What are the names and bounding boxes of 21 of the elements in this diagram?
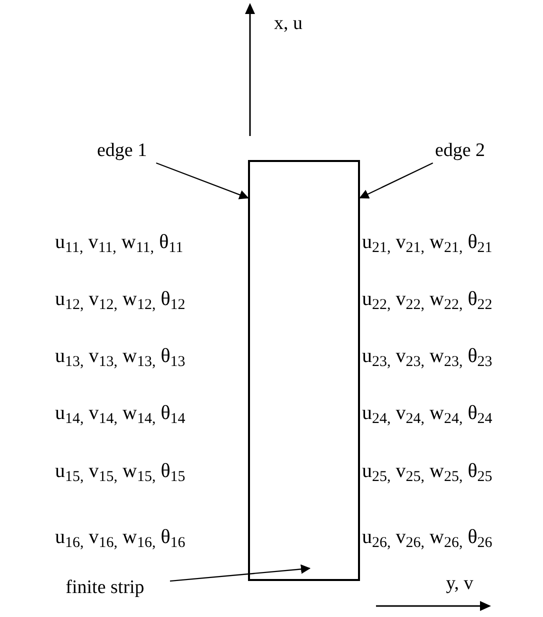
callout-text: edge 2 [420,137,500,163]
dof-label: u$_{23,}$ v$_{23,}$ w$_{23,}$ θ$_{23}$ [362,346,492,366]
dof-label: u$_{24,}$ v$_{24,}$ w$_{24,}$ θ$_{24}$ [362,403,492,423]
dof-label: u$_{12,}$ v$_{12,}$ w$_{12,}$ θ$_{12}$ [55,289,186,309]
axis-label: x, u [274,12,302,36]
dof-label: u$_{26,}$ v$_{26,}$ w$_{26,}$ θ$_{26}$ [362,527,492,547]
leader-arrow [156,162,249,200]
dof-label: u$_{14,}$ v$_{14,}$ w$_{14,}$ θ$_{14}$ [55,403,186,423]
callout-text: finite strip [40,574,170,600]
callout-text: edge 1 [82,137,162,163]
leader-arrow [359,162,434,198]
dof-label: u$_{16,}$ v$_{16,}$ w$_{16,}$ θ$_{16}$ [55,527,186,547]
dof-label: u$_{15,}$ v$_{15,}$ w$_{15,}$ θ$_{15}$ [55,461,186,481]
axis-label: y, v [446,572,474,596]
dof-label: u$_{21,}$ v$_{21,}$ w$_{21,}$ θ$_{21}$ [362,232,492,252]
dof-label: u$_{11,}$ v$_{11,}$ w$_{11,}$ θ$_{11}$ [55,232,184,252]
dof-label: u$_{22,}$ v$_{22,}$ w$_{22,}$ θ$_{22}$ [362,289,492,309]
dof-label: u$_{25,}$ v$_{25,}$ w$_{25,}$ θ$_{25}$ [362,461,492,481]
leader-arrow [170,564,311,582]
dof-label: u$_{13,}$ v$_{13,}$ w$_{13,}$ θ$_{13}$ [55,346,186,366]
strip-rectangle [248,160,360,581]
